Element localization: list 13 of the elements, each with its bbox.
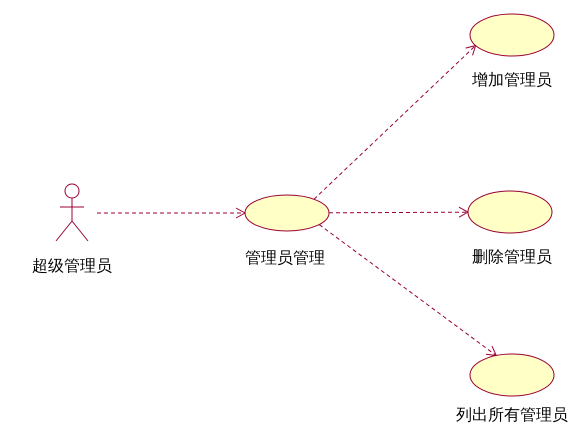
use-case-label: 删除管理员 [472,247,552,267]
dashed-arrow [96,208,246,218]
use-case-ellipse [469,353,555,397]
dashed-arrow [328,206,468,218]
use-case-ellipse [467,190,553,234]
dashed-arrow [314,45,476,200]
use-case-ellipse [244,194,330,232]
use-case-label: 列出所有管理员 [456,405,568,425]
use-case-label: 增加管理员 [472,70,552,90]
use-case-label: 管理员管理 [245,248,325,268]
dashed-arrow [318,224,497,356]
use-case-ellipse [469,13,555,57]
actor-name: 超级管理员 [32,256,112,276]
